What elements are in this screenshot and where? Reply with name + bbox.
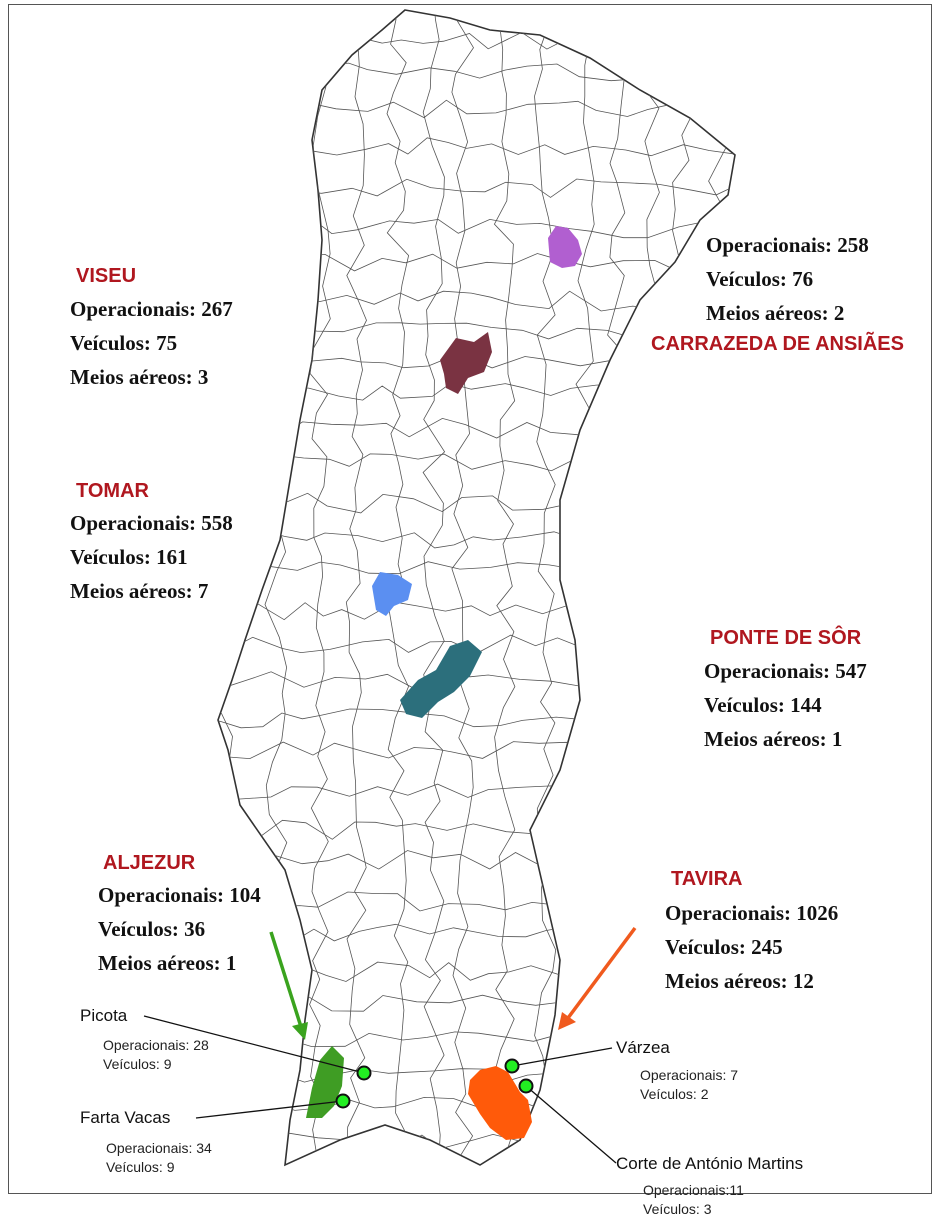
viseu-stats: Operacionais: 267 Veículos: 75 Meios aér… xyxy=(70,292,233,394)
farta-vacas-name: Farta Vacas xyxy=(80,1108,171,1127)
carrazeda-veiculos: Veículos: 76 xyxy=(706,267,814,291)
ponte-de-sor-veiculos: Veículos: 144 xyxy=(704,693,822,717)
tavira-title: TAVIRA xyxy=(671,868,743,890)
corte-name: Corte de António Martins xyxy=(616,1154,804,1173)
aljezur-veiculos: Veículos: 36 xyxy=(98,917,206,941)
tomar-stats: Operacionais: 558 Veículos: 161 Meios aé… xyxy=(70,506,233,608)
varzea-leader xyxy=(511,1047,613,1067)
corte-leader xyxy=(525,1085,617,1164)
varzea-veiculos: Veículos: 2 xyxy=(640,1086,709,1102)
tomar-title: TOMAR xyxy=(76,480,149,502)
ponte-de-sor-operacionais: Operacionais: 547 xyxy=(704,659,867,683)
aljezur-stats: Operacionais: 104 Veículos: 36 Meios aér… xyxy=(98,878,261,980)
tavira-veiculos: Veículos: 245 xyxy=(665,935,783,959)
picota-operacionais: Operacionais: 28 xyxy=(103,1037,209,1053)
tomar-meios-aereos: Meios aéreos: 7 xyxy=(70,579,209,603)
picota-name: Picota xyxy=(80,1006,128,1025)
aljezur-operacionais: Operacionais: 104 xyxy=(98,883,261,907)
carrazeda-operacionais: Operacionais: 258 xyxy=(706,233,869,257)
aljezur-meios-aereos: Meios aéreos: 1 xyxy=(98,951,237,975)
ponte-de-sor-region xyxy=(400,640,482,718)
viseu-meios-aereos: Meios aéreos: 3 xyxy=(70,365,209,389)
farta-vacas-leader xyxy=(195,1100,344,1119)
ponte-de-sor-meios-aereos: Meios aéreos: 1 xyxy=(704,727,843,751)
varzea-point xyxy=(504,1058,520,1074)
farta-vacas-veiculos: Veículos: 9 xyxy=(106,1159,175,1175)
carrazeda-region xyxy=(548,226,582,268)
ponte-de-sor-stats: Operacionais: 547 Veículos: 144 Meios aé… xyxy=(704,654,867,756)
corte-point xyxy=(518,1078,534,1094)
tavira-meios-aereos: Meios aéreos: 12 xyxy=(665,969,814,993)
tavira-region xyxy=(468,1066,532,1140)
farta-vacas-point xyxy=(335,1093,351,1109)
carrazeda-title: CARRAZEDA DE ANSIÃES xyxy=(651,333,904,355)
picota-point xyxy=(356,1065,372,1081)
aljezur-region xyxy=(306,1046,344,1118)
tavira-arrowhead xyxy=(558,1012,576,1030)
viseu-veiculos: Veículos: 75 xyxy=(70,331,178,355)
tavira-operacionais: Operacionais: 1026 xyxy=(665,901,839,925)
tomar-veiculos: Veículos: 161 xyxy=(70,545,188,569)
picota-stats: Operacionais: 28 Veículos: 9 xyxy=(103,1036,209,1074)
varzea-stats: Operacionais: 7 Veículos: 2 xyxy=(640,1066,738,1104)
carrazeda-meios-aereos: Meios aéreos: 2 xyxy=(706,301,845,325)
tavira-arrow xyxy=(566,926,637,1020)
ponte-de-sor-title: PONTE DE SÔR xyxy=(710,627,862,649)
aljezur-arrowhead xyxy=(292,1022,308,1040)
corte-stats-block: Operacionais:11 Veículos: 3 xyxy=(643,1181,744,1219)
carrazeda-stats: Operacionais: 258 Veículos: 76 Meios aér… xyxy=(706,228,869,330)
tomar-region xyxy=(372,572,412,616)
farta-vacas-operacionais: Operacionais: 34 xyxy=(106,1140,212,1156)
aljezur-title: ALJEZUR xyxy=(103,852,196,874)
farta-vacas-stats: Operacionais: 34 Veículos: 9 xyxy=(106,1139,212,1177)
varzea-operacionais: Operacionais: 7 xyxy=(640,1067,739,1083)
viseu-operacionais: Operacionais: 267 xyxy=(70,297,233,321)
viseu-region xyxy=(440,332,492,394)
viseu-title: VISEU xyxy=(76,265,137,287)
aljezur-arrow xyxy=(269,931,304,1031)
tavira-stats: Operacionais: 1026 Veículos: 245 Meios a… xyxy=(665,896,838,998)
tomar-operacionais: Operacionais: 558 xyxy=(70,511,233,535)
varzea-name: Várzea xyxy=(616,1038,670,1057)
picota-veiculos: Veículos: 9 xyxy=(103,1056,172,1072)
corte-operacionais: Operacionais:11 xyxy=(643,1182,744,1198)
picota-leader xyxy=(143,1015,365,1074)
